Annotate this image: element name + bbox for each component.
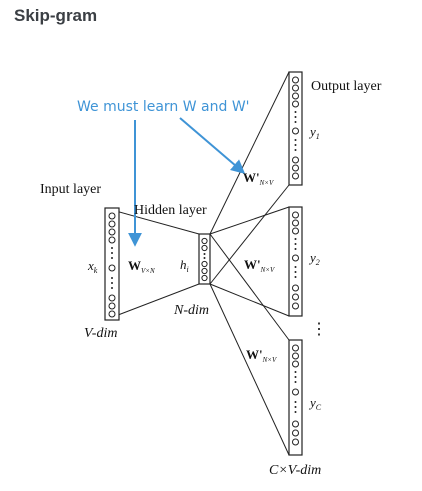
vertical-ellipsis: ⋮ (311, 321, 327, 338)
input-layer-label: Input layer (40, 182, 101, 197)
output-box-1 (288, 71, 303, 186)
w-prime-label-3: W'N×V (246, 347, 277, 364)
output-box-2 (288, 206, 303, 317)
w-main-label: WV×N (128, 258, 155, 275)
hidden-layer-label: Hidden layer (134, 203, 207, 218)
cv-dim-label: C×V-dim (269, 463, 321, 478)
y2-label: y2 (308, 250, 320, 267)
input-layer-box (104, 207, 120, 321)
y1-label: y1 (308, 124, 320, 141)
output-box-c (288, 339, 303, 456)
w-prime-label-2: W'N×V (244, 257, 275, 274)
xk-label: xk (87, 258, 98, 275)
n-dim-label: N-dim (173, 303, 209, 318)
hidden-layer-box (198, 233, 211, 285)
yc-label: yC (308, 395, 322, 412)
w-prime-label-1: W'N×V (243, 170, 274, 187)
v-dim-label: V-dim (84, 326, 117, 341)
hidden-output-connections (209, 71, 290, 456)
output-layer-label: Output layer (311, 79, 382, 94)
page-title: Skip-gram (14, 6, 98, 25)
annotation-text: We must learn W and W' (77, 99, 250, 115)
arrow-to-w-prime (179, 117, 246, 174)
hi-label: hi (180, 257, 189, 274)
input-hidden-connections (104, 207, 200, 321)
